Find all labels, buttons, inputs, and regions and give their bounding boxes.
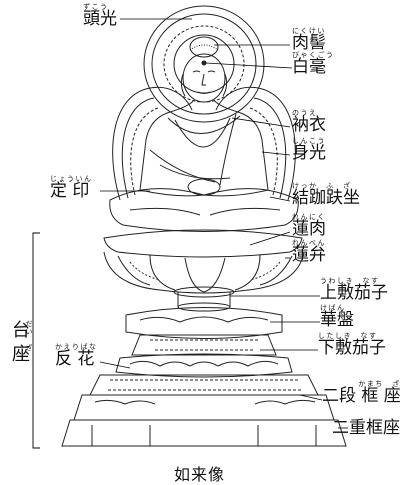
label-text: 華盤: [320, 310, 354, 330]
furigana: びゃくごう: [292, 51, 335, 59]
label-text: 蓮弁: [292, 245, 326, 265]
furigana: ずこう: [83, 3, 109, 11]
lower-stem: [131, 334, 277, 356]
label-text: 二重框座: [332, 418, 400, 438]
label-text: 反 花: [55, 349, 95, 369]
furigana: うわしき なす: [320, 277, 380, 285]
body-halo: [112, 86, 296, 201]
label-shitashiki: したしき なす 下敷茄子: [318, 333, 386, 357]
buddha-body: [139, 99, 269, 197]
label-text: 肉髻: [292, 33, 326, 53]
daiza-bracket: [32, 232, 40, 449]
furigana: けっか ふ ざ: [292, 182, 352, 190]
label-keban: けばん 華盤: [320, 305, 354, 329]
furigana: かまち ざ: [358, 380, 401, 388]
label-noe: のうえ 衲衣: [292, 110, 326, 134]
label-nidan: かまち ざ 二段 框 座: [322, 381, 401, 405]
label-jouin: じょういん 定 印: [50, 176, 93, 200]
label-renniku: れんにく 蓮肉: [292, 214, 326, 238]
furigana: のうえ: [292, 109, 318, 117]
label-shinkou: しんこう 身光: [292, 138, 326, 162]
label-byakugou: びゃくごう 白毫: [292, 52, 335, 76]
furigana: れんべん: [292, 239, 326, 247]
label-daiza: 台座: [9, 320, 30, 368]
upper-stem: [173, 286, 235, 312]
label-zukou: ずこう 頭光: [83, 4, 117, 28]
octagonal-base: [61, 374, 347, 447]
label-nikkei: にくけい 肉髻: [292, 28, 326, 52]
label-text: 衲衣: [292, 115, 326, 135]
figure-caption: 如来像: [174, 465, 226, 484]
label-text: 二段 框 座: [322, 386, 401, 406]
furigana: かえりばな: [55, 343, 98, 351]
label-uwashiki: うわしき なす 上敷茄子: [320, 278, 388, 302]
furigana: じょういん: [50, 175, 93, 183]
label-daiza-furigana: だい ざ: [25, 320, 33, 352]
buddha-head: [180, 36, 228, 103]
furigana: にくけい: [292, 27, 326, 35]
inverted-petals: [115, 353, 293, 378]
furigana: したしき なす: [318, 332, 378, 340]
label-text: 結跏趺坐: [292, 188, 360, 208]
label-text: 蓮肉: [292, 219, 326, 239]
label-text: 身光: [292, 143, 326, 163]
label-text: 頭光: [83, 9, 117, 29]
leader-lines: [99, 18, 348, 429]
crossed-legs: [109, 188, 299, 232]
label-kaeribana: かえりばな 反 花: [55, 344, 98, 368]
flower-tray: [125, 307, 283, 339]
label-text: 定 印: [50, 181, 90, 201]
label-text: 下敷茄子: [318, 338, 386, 358]
furigana: けばん: [320, 304, 346, 312]
label-text: 上敷茄子: [320, 283, 388, 303]
label-nijuu: 二重框座: [332, 420, 400, 437]
furigana: しんこう: [292, 137, 326, 145]
label-kekka: けっか ふ ざ 結跏趺坐: [292, 183, 360, 207]
label-renben: れんべん 蓮弁: [292, 240, 326, 264]
lotus-seat: [103, 229, 305, 294]
furigana: れんにく: [292, 213, 326, 221]
label-text: 白毫: [292, 57, 326, 77]
